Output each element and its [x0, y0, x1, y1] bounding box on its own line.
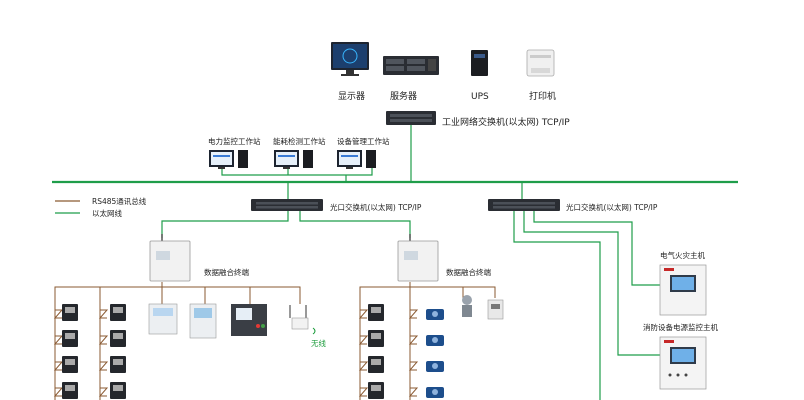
fire-host-cabinet [659, 264, 707, 316]
legend: RS485通讯总线 以太网线 [55, 196, 147, 218]
water-meters [426, 309, 444, 398]
ups-device [471, 50, 488, 76]
wireless-label: 无线 [311, 338, 326, 348]
industrial-switch-label: 工业网络交换机(以太网) TCP/IP [442, 116, 570, 128]
terminal-right-label: 数据融合终端 [446, 267, 491, 277]
fire-host-label: 电气火灾主机 [660, 250, 705, 260]
monitor-label: 显示器 [338, 91, 365, 102]
energy-workstation-label: 能耗检测工作站 [273, 136, 326, 146]
terminal-right-device [397, 234, 439, 282]
fiber-switch-right-device [488, 199, 560, 211]
server-label: 服务器 [390, 90, 417, 102]
monitor-device [331, 42, 369, 76]
legend-rs485-label: RS485通讯总线 [92, 196, 147, 206]
device-workstation-label: 设备管理工作站 [337, 136, 390, 146]
industrial-switch-device [386, 111, 436, 125]
protection-devices-left [148, 303, 267, 339]
printer-label: 打印机 [529, 90, 556, 102]
power-host-label: 消防设备电源监控主机 [643, 322, 718, 332]
power-host-cabinet [659, 336, 707, 390]
terminal-left-device [149, 234, 191, 282]
fiber-switch-left-label: 光口交换机(以太网) TCP/IP [330, 202, 422, 212]
ups-label: UPS [471, 92, 489, 102]
rs485-lines [53, 282, 496, 400]
fiber-switch-left-device [251, 199, 323, 211]
power-workstation [209, 150, 248, 169]
flow-meter [462, 295, 472, 317]
power-workstation-label: 电力监控工作站 [208, 136, 261, 146]
server-device [383, 56, 439, 75]
meters-right [368, 304, 384, 399]
ethernet-lines [52, 125, 738, 400]
wireless-sensor [289, 305, 316, 335]
gas-meter [487, 299, 504, 320]
device-workstation [337, 150, 376, 169]
terminal-left-label: 数据融合终端 [204, 267, 249, 277]
meters-left [62, 304, 126, 399]
legend-ethernet-label: 以太网线 [92, 208, 122, 218]
fiber-switch-right-label: 光口交换机(以太网) TCP/IP [566, 202, 658, 212]
energy-workstation [274, 150, 313, 169]
printer-device [526, 49, 555, 77]
